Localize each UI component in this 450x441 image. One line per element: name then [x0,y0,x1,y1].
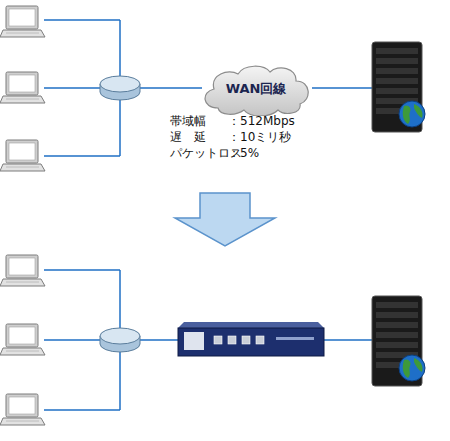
link-spec-label: 遅 延 [170,130,206,144]
link-spec-label: 帯域幅 [170,114,206,128]
link-spec-label: ：5% [228,146,259,160]
link-spec-label: ：512Mbps [228,114,295,128]
link-spec-label: ：10ミリ秒 [228,130,291,144]
wan-cloud: WAN回線 [198,62,314,116]
node-label: WAN回線 [226,80,287,98]
